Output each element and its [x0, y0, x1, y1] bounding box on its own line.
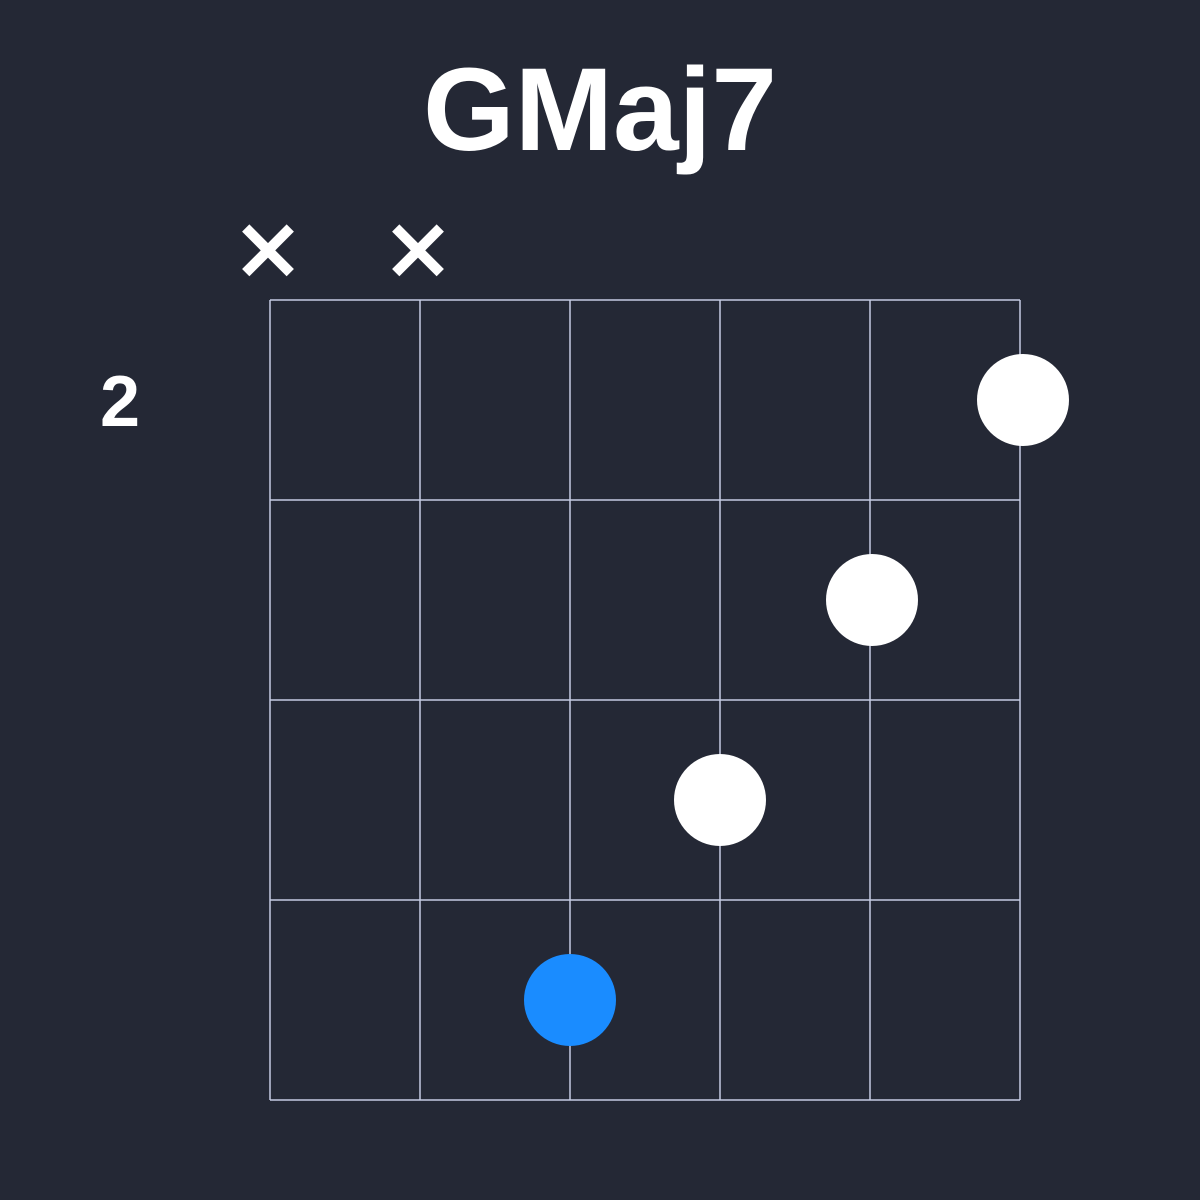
root-dot-string-3: [524, 954, 616, 1046]
muted-string-1-icon: ×: [231, 196, 305, 299]
finger-dot-string-4: [674, 754, 766, 846]
finger-dot-string-5: [826, 554, 918, 646]
finger-dot-string-6: [977, 354, 1069, 446]
base-fret-number: 2: [99, 362, 141, 442]
chord-title: GMaj7: [422, 44, 778, 176]
muted-string-2-icon: ×: [381, 196, 455, 299]
